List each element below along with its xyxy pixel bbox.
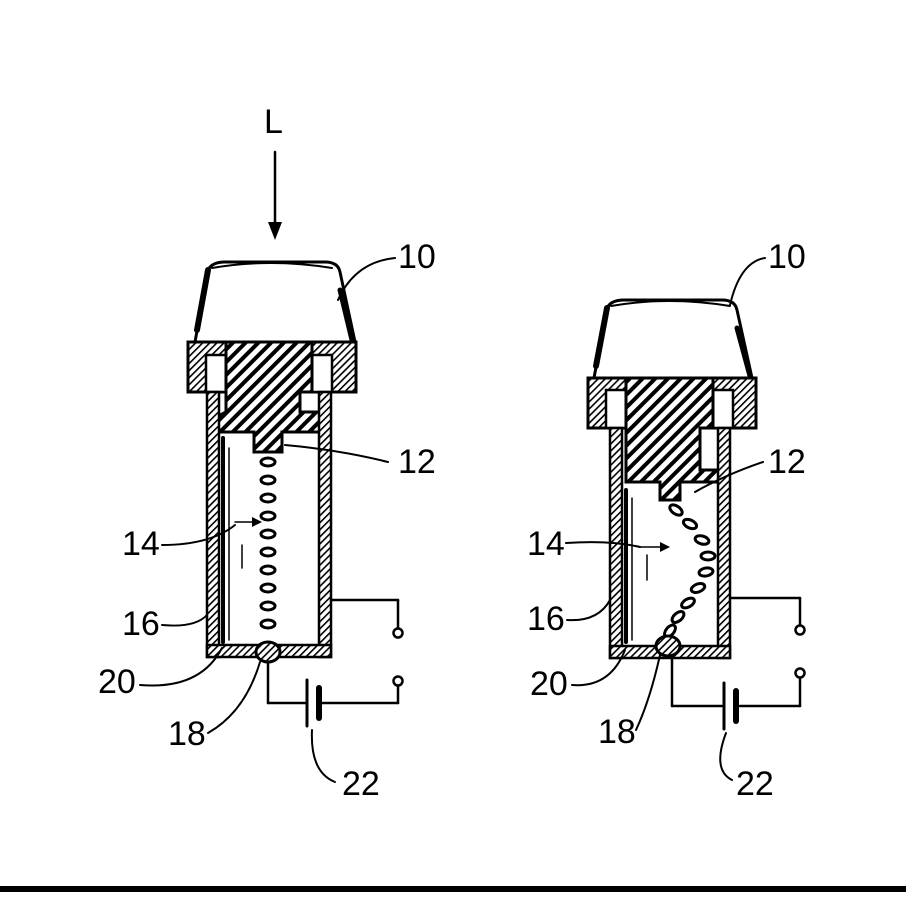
force-arrow	[268, 150, 282, 240]
leader-housing	[161, 614, 208, 627]
spring	[663, 503, 717, 639]
label-housing: 16	[122, 605, 160, 643]
label-battery: 22	[736, 765, 774, 803]
contact	[654, 634, 682, 658]
leader-battery	[310, 729, 336, 783]
leader-battery	[719, 732, 733, 781]
battery	[305, 678, 322, 728]
leader-spring	[161, 524, 236, 546]
leader-cap	[729, 257, 766, 306]
light-marks	[234, 517, 262, 569]
label-wall: 20	[98, 663, 136, 701]
plunger	[208, 340, 327, 454]
spring	[259, 456, 277, 630]
label-plunger: 12	[398, 443, 436, 481]
label-cap: 10	[768, 238, 806, 276]
label-wall: 20	[530, 665, 568, 703]
label-cap: 10	[398, 238, 436, 276]
circuit	[670, 596, 806, 708]
light-marks	[639, 542, 670, 581]
leader-plunger	[694, 461, 764, 493]
leader-cap	[337, 257, 396, 301]
leader-wall	[571, 649, 626, 687]
battery	[722, 681, 739, 731]
label-spring: 14	[527, 525, 565, 563]
leader-wall	[139, 647, 223, 687]
label-spring: 14	[122, 525, 160, 563]
force-label: L	[264, 103, 283, 141]
leader-plunger	[284, 444, 389, 463]
label-battery: 22	[342, 765, 380, 803]
leader-contact	[635, 654, 661, 731]
label-housing: 16	[527, 600, 565, 638]
circuit	[266, 598, 404, 705]
leader-housing	[566, 599, 611, 622]
leader-spring	[565, 541, 641, 548]
bottom-rule	[0, 886, 906, 892]
leader-contact	[207, 661, 261, 734]
label-plunger: 12	[768, 443, 806, 481]
label-contact: 18	[168, 715, 206, 753]
cap	[592, 298, 754, 380]
label-contact: 18	[598, 713, 636, 751]
cap	[193, 260, 357, 344]
contact	[254, 640, 282, 664]
plunger	[624, 376, 724, 502]
device-at-rest: L	[98, 103, 436, 803]
device-pressed: 10 12 14 16 20 18 22	[527, 238, 806, 803]
